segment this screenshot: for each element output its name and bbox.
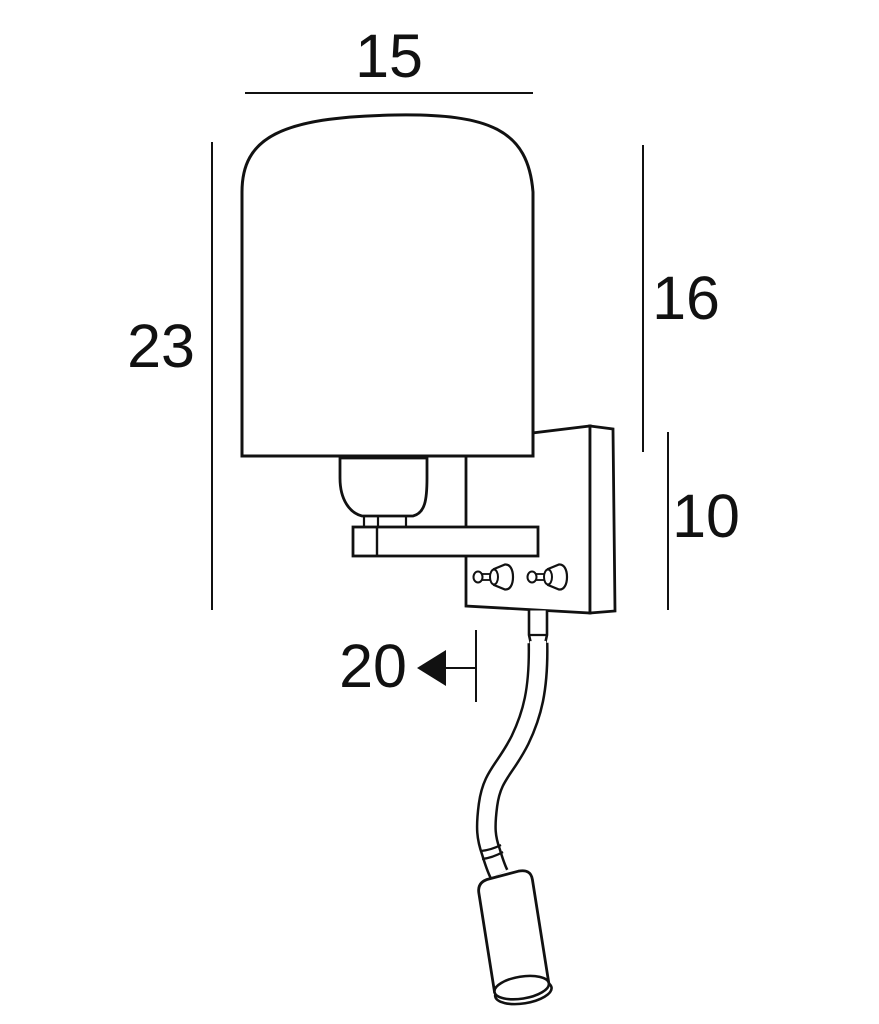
dimension-width-top: 15 — [245, 22, 533, 94]
left-arrow-icon — [417, 650, 446, 686]
lampshade — [240, 113, 535, 458]
dimension-height-left: 23 — [127, 142, 213, 610]
switch-pivot — [489, 568, 499, 586]
gooseneck-collar-line — [480, 844, 502, 853]
dimension-width-label: 15 — [355, 22, 423, 90]
gooseneck-stub — [527, 610, 549, 646]
switch-tip — [526, 570, 538, 584]
gooseneck — [475, 610, 549, 879]
switch-cone — [546, 563, 569, 591]
gooseneck-collar-line — [481, 851, 504, 861]
arm-bar — [351, 525, 540, 558]
switch-cone — [492, 563, 515, 591]
reading-light-head[interactable] — [476, 869, 553, 1008]
toggle-switch-right[interactable] — [526, 563, 569, 591]
dimension-plate-height-label: 10 — [672, 482, 740, 550]
mounting-arm — [351, 525, 540, 558]
socket-bell — [338, 456, 429, 518]
switch-tip — [472, 570, 484, 584]
head-lens — [493, 974, 551, 1001]
dimension-height-right-lower: 10 — [667, 432, 740, 610]
dimension-height-left-label: 23 — [127, 312, 195, 380]
gooseneck-tube-inner — [478, 640, 547, 878]
switch-pivot — [543, 568, 553, 586]
bulb-socket — [338, 456, 429, 527]
toggle-switch-left[interactable] — [472, 563, 515, 591]
dimension-depth: 20 — [339, 630, 477, 702]
dimension-depth-label: 20 — [339, 632, 407, 700]
dimension-shade-height-label: 16 — [652, 264, 720, 332]
dimension-height-right-upper: 16 — [642, 145, 720, 452]
wall-plate-side-face — [588, 424, 617, 615]
head-body — [477, 869, 551, 994]
